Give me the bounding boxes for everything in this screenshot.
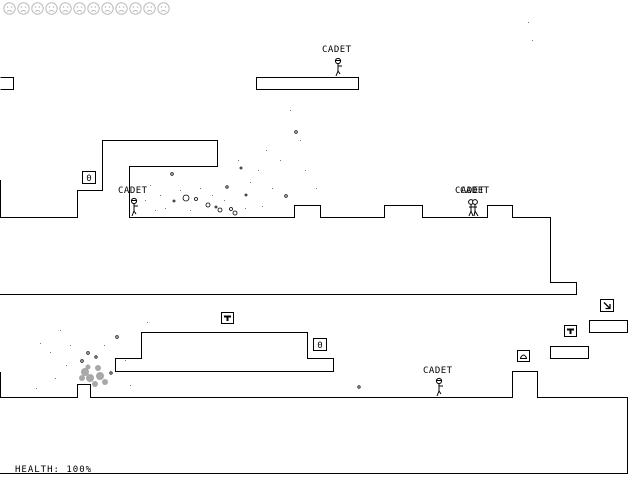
terrain-upper	[0, 140, 577, 295]
enemy-label-left: CADET	[118, 186, 148, 196]
sad-face-icon	[31, 2, 44, 15]
health-value: 100%	[66, 465, 93, 475]
ammo-crate-2-label: 0	[317, 341, 322, 351]
sad-face-icon	[59, 2, 72, 15]
sad-face-icon	[17, 2, 30, 15]
lives-row	[3, 2, 171, 16]
enemy-label-top: CADET	[322, 45, 352, 55]
ammo-crate-2	[313, 338, 327, 351]
pistol-icon	[221, 312, 234, 324]
bubble-debris	[80, 130, 361, 389]
enemy-cadet-lower	[435, 377, 443, 397]
platform-top	[256, 77, 359, 90]
enemy-cadet-left	[130, 197, 138, 217]
sad-face-icon	[157, 2, 170, 15]
terrain-lower	[0, 371, 628, 474]
sad-face-icon	[3, 2, 16, 15]
enemy-label-group-a: CADET	[455, 186, 485, 196]
ammo-crate-1-group: 0	[82, 171, 96, 184]
ammo-crate-1-label: 0	[86, 174, 91, 184]
enemy-cadet-group	[468, 199, 479, 217]
sad-face-icon	[87, 2, 100, 15]
enemy-label-group-b: CADET	[460, 186, 490, 196]
sad-face-icon	[73, 2, 86, 15]
pistol-icon	[564, 325, 577, 337]
dust-speckles	[36, 22, 533, 389]
sad-face-icon	[129, 2, 142, 15]
health-label: HEALTH:	[15, 465, 60, 475]
enemy-cadet-top	[334, 57, 342, 77]
ledge-right-1	[589, 320, 628, 333]
arrow-down-right-icon	[600, 299, 614, 312]
enemy-label-lower: CADET	[423, 366, 453, 376]
platform-stub-left	[0, 77, 14, 90]
smoke-cloud	[79, 364, 108, 387]
sad-face-icon	[101, 2, 114, 15]
sad-face-icon	[143, 2, 156, 15]
ammo-crate-2-group: 0	[313, 338, 327, 351]
platform-middle	[115, 332, 334, 372]
helmet-icon	[517, 350, 530, 362]
ammo-crate-1	[82, 171, 96, 184]
ledge-right-2	[550, 346, 589, 359]
sad-face-icon	[45, 2, 58, 15]
health-readout: HEALTH: 100%	[15, 465, 92, 475]
sad-face-icon	[115, 2, 128, 15]
